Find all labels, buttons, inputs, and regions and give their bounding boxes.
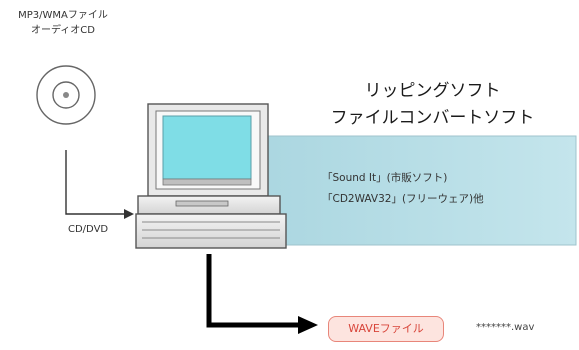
software-title-line-1: リッピングソフト: [364, 81, 501, 101]
connector-label: CD/DVD: [68, 224, 109, 235]
software-example-2: 「CD2WAV32」(フリーウェア)他: [322, 193, 484, 205]
computer-to-output-arrow: [206, 254, 318, 334]
source-label-line-2: オーディオCD: [31, 25, 95, 36]
output-filename: *******.wav: [476, 322, 535, 333]
disc-to-computer-arrow: [65, 150, 134, 219]
computer-monitor: [147, 103, 269, 197]
software-example-1: 「Sound It」(市販ソフト): [322, 172, 448, 184]
software-title: リッピングソフト ファイルコンバートソフト: [300, 78, 565, 132]
computer-body: [135, 195, 287, 249]
source-label-line-1: MP3/WMAファイル: [18, 10, 108, 21]
source-label: MP3/WMAファイル オーディオCD: [4, 8, 122, 38]
software-title-line-2: ファイルコンバートソフト: [330, 108, 535, 128]
wave-file-box: WAVEファイル: [328, 316, 444, 342]
disc-icon: [36, 65, 96, 125]
software-examples: 「Sound It」(市販ソフト) 「CD2WAV32」(フリーウェア)他: [322, 168, 484, 210]
